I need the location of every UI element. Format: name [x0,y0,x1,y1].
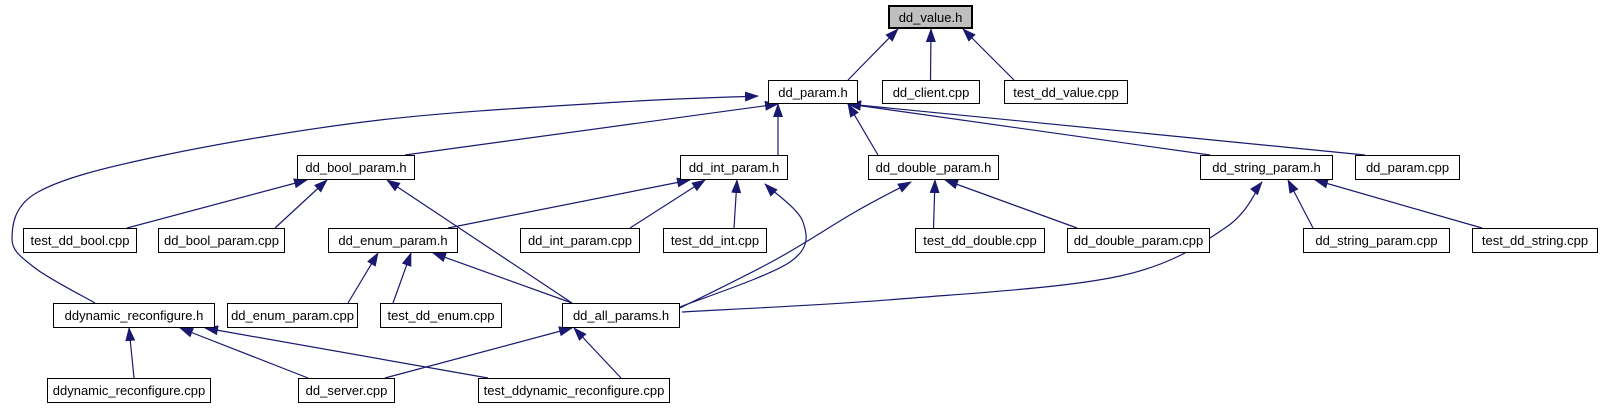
edge-dd_double_param_h-to-dd_param_h [847,103,879,156]
edge-dd_bool_param_cpp-to-dd_bool_param_h [274,179,328,229]
edge-dd_double_param_cpp-to-dd_double_param_h [944,179,1078,229]
graph-node-test-dd-string-cpp[interactable]: test_dd_string.cpp [1472,228,1598,253]
graph-node-dd-double-param-cpp[interactable]: dd_double_param.cpp [1067,228,1210,253]
graph-node-test-dd-enum-cpp[interactable]: test_dd_enum.cpp [380,303,502,328]
edge-test_dd_value_cpp-to-dd_value_h [962,28,1015,81]
edge-dd_client_cpp-to-dd_value_h [925,28,936,81]
edge-test_ddynamic_reconfigure_cpp-to-ddynamic_reconfigure_h [204,325,489,379]
edge-dd_server_cpp-to-dd_all_params_h [384,326,573,379]
graph-node-dd-all-params-h[interactable]: dd_all_params.h [562,303,680,328]
edge-ddynamic_reconfigure_h-to-dd_param_h [11,91,759,304]
edge-dd_string_param_h-to-dd_param_h [847,100,1211,156]
edge-dd_int_param_cpp-to-dd_int_param_h [629,179,706,229]
graph-node-dd-server-cpp[interactable]: dd_server.cpp [298,378,395,403]
edge-test_dd_string_cpp-to-dd_string_param_h [1314,178,1483,229]
edge-dd_param_h-to-dd_value_h [847,28,899,81]
graph-node-test-dd-value-cpp[interactable]: test_dd_value.cpp [1004,80,1128,104]
edge-dd_all_params_h-to-dd_string_param_h [681,181,1263,313]
edge-dd_string_param_cpp-to-dd_string_param_h [1287,179,1314,229]
edge-dd_bool_param_h-to-dd_param_h [404,100,779,156]
edge-dd_all_params_h-to-dd_int_param_h [679,183,807,308]
graph-node-dd-int-param-cpp[interactable]: dd_int_param.cpp [520,228,640,253]
edge-test_dd_int_cpp-to-dd_int_param_h [731,179,742,229]
graph-node-dd-string-param-cpp[interactable]: dd_string_param.cpp [1303,228,1450,253]
graph-node-dd-enum-param-h[interactable]: dd_enum_param.h [328,228,458,253]
graph-node-ddynamic-reconfigure-h[interactable]: ddynamic_reconfigure.h [53,303,215,328]
edge-dd_enum_param_h-to-dd_int_param_h [447,177,691,229]
edge-dd_enum_param_cpp-to-dd_enum_param_h [347,252,379,304]
edges [11,28,1483,379]
graph-node-dd-double-param-h[interactable]: dd_double_param.h [868,155,999,180]
edge-test_dd_double_cpp-to-dd_double_param_h [929,179,940,229]
edge-test_dd_bool_cpp-to-dd_bool_param_h [126,178,308,229]
graph-node-dd-param-cpp[interactable]: dd_param.cpp [1355,155,1460,180]
edge-dd_all_params_h-to-dd_double_param_h [679,181,912,309]
graph-node-dd-bool-param-cpp[interactable]: dd_bool_param.cpp [158,228,285,253]
graph-node-dd-int-param-h[interactable]: dd_int_param.h [680,155,788,180]
edge-test_ddynamic_reconfigure_cpp-to-dd_all_params_h [573,327,622,379]
graph-node-test-dd-int-cpp[interactable]: test_dd_int.cpp [663,228,767,253]
graph-node-dd-value-h: dd_value.h [888,5,973,29]
graph-node-ddynamic-reconfigure-cpp[interactable]: ddynamic_reconfigure.cpp [47,378,211,403]
edge-test_dd_enum_cpp-to-dd_enum_param_h [392,252,412,304]
edge-ddynamic_reconfigure_cpp-to-ddynamic_reconfigure_h [125,327,136,379]
graph-node-test-dd-double-cpp[interactable]: test_dd_double.cpp [915,228,1045,253]
edge-dd_all_params_h-to-dd_enum_param_h [432,252,573,304]
graph-node-dd-param-h[interactable]: dd_param.h [768,80,858,104]
graph-node-dd-string-param-h[interactable]: dd_string_param.h [1200,155,1333,180]
graph-node-dd-bool-param-h[interactable]: dd_bool_param.h [297,155,415,180]
edge-dd_param_cpp-to-dd_param_h [847,100,1366,156]
graph-node-dd-client-cpp[interactable]: dd_client.cpp [882,80,980,104]
graph-node-test-dd-bool-cpp[interactable]: test_dd_bool.cpp [23,228,137,253]
graph-node-dd-enum-param-cpp[interactable]: dd_enum_param.cpp [227,303,358,328]
edge-dd_server_cpp-to-ddynamic_reconfigure_h [179,327,309,379]
edge-dd_all_params_h-to-dd_bool_param_h [386,179,573,304]
graph-node-test-ddynamic-reconfigure-cpp[interactable]: test_ddynamic_reconfigure.cpp [478,378,670,403]
